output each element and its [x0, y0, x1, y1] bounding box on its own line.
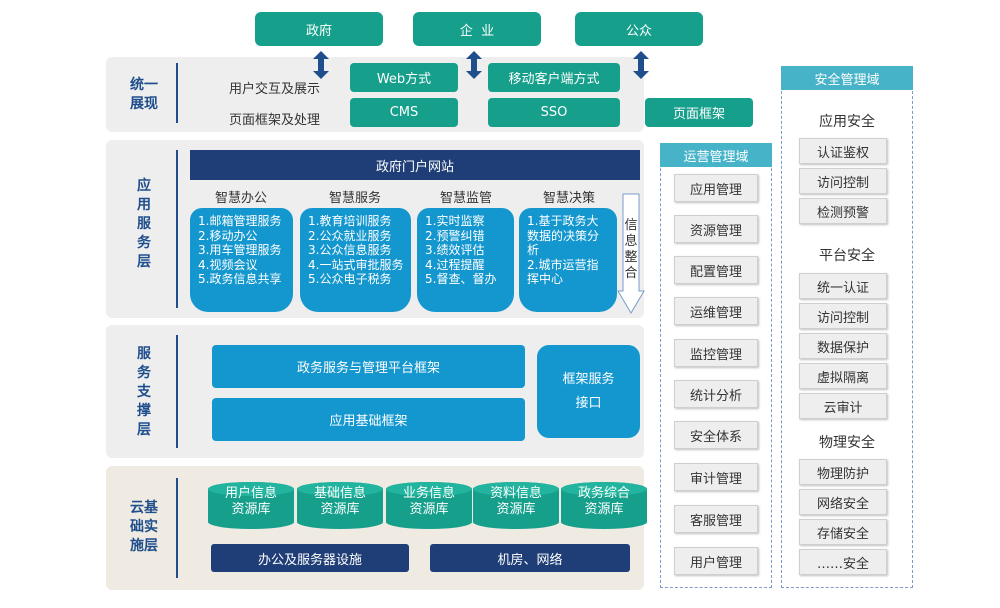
- section-title: 应用安全: [819, 114, 875, 130]
- category-title: 智慧服务: [328, 191, 381, 206]
- datacenter-network-box: 机房、网络: [430, 544, 630, 572]
- list-item: 4.过程提醒: [425, 257, 485, 272]
- row-label-framework: 页面框架及处理: [229, 113, 321, 128]
- app-base-framework-box: 应用基础框架: [212, 398, 525, 441]
- database-label: 用户信息 资源库: [224, 486, 277, 517]
- list-item: 1.基于政务大: [527, 214, 599, 228]
- list-item: 2.公众就业服务: [308, 228, 392, 243]
- support-layer-label: 服 务 支 撑 层: [137, 346, 151, 438]
- ops-item: 客服管理: [674, 505, 758, 533]
- double-arrow-icon: [633, 51, 649, 79]
- database-label: 资料信息 资源库: [489, 486, 542, 517]
- display-layer-divider: [176, 63, 178, 123]
- list-item: 3.用车管理服务: [198, 243, 282, 257]
- list-item: 3.绩效评估: [425, 243, 485, 257]
- database-cylinder: 基础信息 资源库: [296, 481, 384, 531]
- security-item: 认证鉴权: [799, 138, 887, 164]
- list-item: 4.视频会议: [198, 257, 258, 272]
- cloud-layer-label: 云基 础实 施层: [130, 500, 158, 554]
- database-label: 政务综合 资源库: [577, 486, 630, 517]
- ops-item: 安全体系: [674, 421, 758, 449]
- list-item: 析: [527, 243, 540, 257]
- ops-item: 统计分析: [674, 380, 758, 408]
- support-layer-divider: [176, 335, 178, 448]
- government-portal-banner: 政府门户网站: [190, 150, 640, 180]
- ops-item: 资源管理: [674, 215, 758, 243]
- database-label: 业务信息 资源库: [402, 486, 455, 517]
- sso-box: SSO: [488, 98, 620, 127]
- ops-item: 审计管理: [674, 463, 758, 491]
- actor-enterprise: 企 业: [413, 12, 541, 46]
- security-item: 统一认证: [799, 273, 887, 299]
- gov-service-platform-box: 政务服务与管理平台框架: [212, 345, 525, 388]
- row-label-interaction: 用户交互及展示: [229, 82, 321, 97]
- list-item: 2.城市运营指: [527, 257, 599, 272]
- database-cylinder: 用户信息 资源库: [207, 481, 295, 531]
- ops-item: 运维管理: [674, 297, 758, 325]
- list-item: 5.督查、督办: [425, 272, 497, 286]
- smart-supervision-card: 1.实时监察 2.预警纠错 3.绩效评估 4.过程提醒 5.督查、督办: [417, 208, 514, 312]
- list-item: 1.邮箱管理服务: [198, 214, 282, 228]
- smart-service-card: 1.教育培训服务 2.公众就业服务 3.公众信息服务 4.一站式审批服务 5.公…: [300, 208, 411, 312]
- database-label: 基础信息 资源库: [313, 486, 366, 517]
- down-arrow-icon: [617, 193, 645, 314]
- list-item: 2.预警纠错: [425, 228, 485, 243]
- office-server-facility-box: 办公及服务器设施: [211, 544, 409, 572]
- database-cylinder: 业务信息 资源库: [385, 481, 473, 531]
- list-item: 2.移动办公: [198, 228, 258, 243]
- display-layer-label: 统一 展现: [130, 77, 158, 112]
- double-arrow-icon: [466, 51, 482, 79]
- application-layer-divider: [176, 150, 178, 308]
- web-mode-box: Web方式: [350, 63, 458, 92]
- list-item: 数据的决策分: [527, 228, 600, 243]
- security-item: 存储安全: [799, 519, 887, 545]
- category-title: 智慧决策: [542, 191, 595, 206]
- smart-office-card: 1.邮箱管理服务 2.移动办公 3.用车管理服务 4.视频会议 5.政务信息共享: [190, 208, 293, 312]
- security-item: 物理防护: [799, 459, 887, 485]
- application-layer-label: 应 用 服 务 层: [137, 178, 151, 270]
- security-item: 网络安全: [799, 489, 887, 515]
- mobile-client-box: 移动客户端方式: [488, 63, 620, 92]
- security-item: 检测预警: [799, 198, 887, 224]
- info-integration-label: 信 息 整 合: [624, 218, 638, 281]
- list-item: 4.一站式审批服务: [308, 257, 404, 272]
- cloud-layer-divider: [176, 478, 178, 578]
- ops-item: 用户管理: [674, 547, 758, 575]
- double-arrow-icon: [313, 51, 329, 79]
- list-item: 3.公众信息服务: [308, 243, 392, 257]
- security-item: 数据保护: [799, 333, 887, 359]
- list-item: 1.教育培训服务: [308, 214, 392, 228]
- section-title: 物理安全: [819, 435, 875, 451]
- database-cylinder: 政务综合 资源库: [560, 481, 648, 531]
- list-item: 5.政务信息共享: [198, 272, 282, 286]
- page-framework-box: 页面框架: [645, 98, 753, 127]
- category-title: 智慧办公: [214, 191, 267, 206]
- list-item: 挥中心: [527, 272, 564, 286]
- list-item: 5.公众电子税务: [308, 272, 392, 286]
- ops-item: 应用管理: [674, 174, 758, 202]
- security-item: 云审计: [799, 393, 887, 419]
- smart-decision-card: 1.基于政务大 数据的决策分 析 2.城市运营指 挥中心: [519, 208, 617, 312]
- section-title: 平台安全: [819, 248, 875, 264]
- security-item: ……安全: [799, 549, 887, 575]
- ops-item: 监控管理: [674, 339, 758, 367]
- list-item: 1.实时监察: [425, 214, 485, 228]
- actor-public: 公众: [575, 12, 703, 46]
- category-title: 智慧监管: [439, 191, 492, 206]
- database-cylinder: 资料信息 资源库: [472, 481, 560, 531]
- security-item: 虚拟隔离: [799, 363, 887, 389]
- security-item: 访问控制: [799, 168, 887, 194]
- ops-domain-title: 运营管理域: [660, 143, 772, 167]
- framework-service-interface-box: 框架服务 接口: [537, 345, 640, 438]
- security-item: 访问控制: [799, 303, 887, 329]
- actor-government: 政府: [255, 12, 383, 46]
- ops-item: 配置管理: [674, 256, 758, 284]
- security-domain-title: 安全管理域: [781, 66, 913, 90]
- cms-box: CMS: [350, 98, 458, 127]
